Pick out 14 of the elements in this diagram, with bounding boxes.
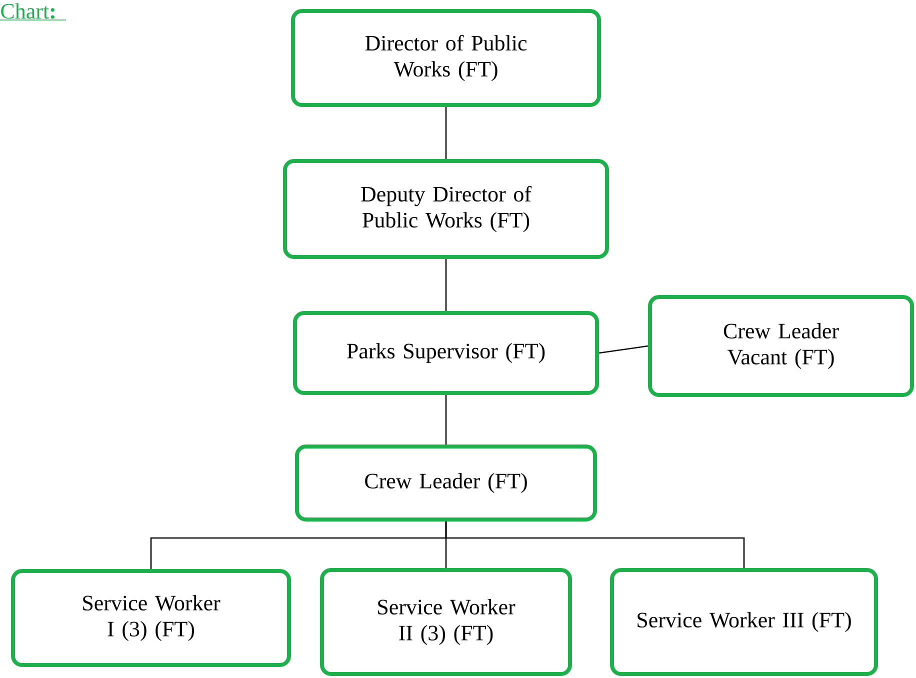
connector-line: [598, 345, 648, 354]
org-box: Crew Leader Vacant (FT): [648, 295, 914, 397]
connector-line: [445, 522, 745, 568]
org-box: Service Worker II (3) (FT): [320, 568, 572, 676]
org-box: Director of Public Works (FT): [291, 9, 601, 107]
org-box: Service Worker III (FT): [610, 568, 878, 676]
org-box: Parks Supervisor (FT): [293, 311, 599, 395]
connector-line: [445, 395, 447, 444]
org-box: Deputy Director of Public Works (FT): [283, 159, 609, 259]
connector-line: [445, 259, 447, 311]
org-box: Service Worker I (3) (FT): [11, 569, 291, 667]
connector-line: [445, 107, 447, 159]
link-text: Chart:: [1, 3, 54, 19]
org-box: Crew Leader (FT): [295, 444, 597, 522]
